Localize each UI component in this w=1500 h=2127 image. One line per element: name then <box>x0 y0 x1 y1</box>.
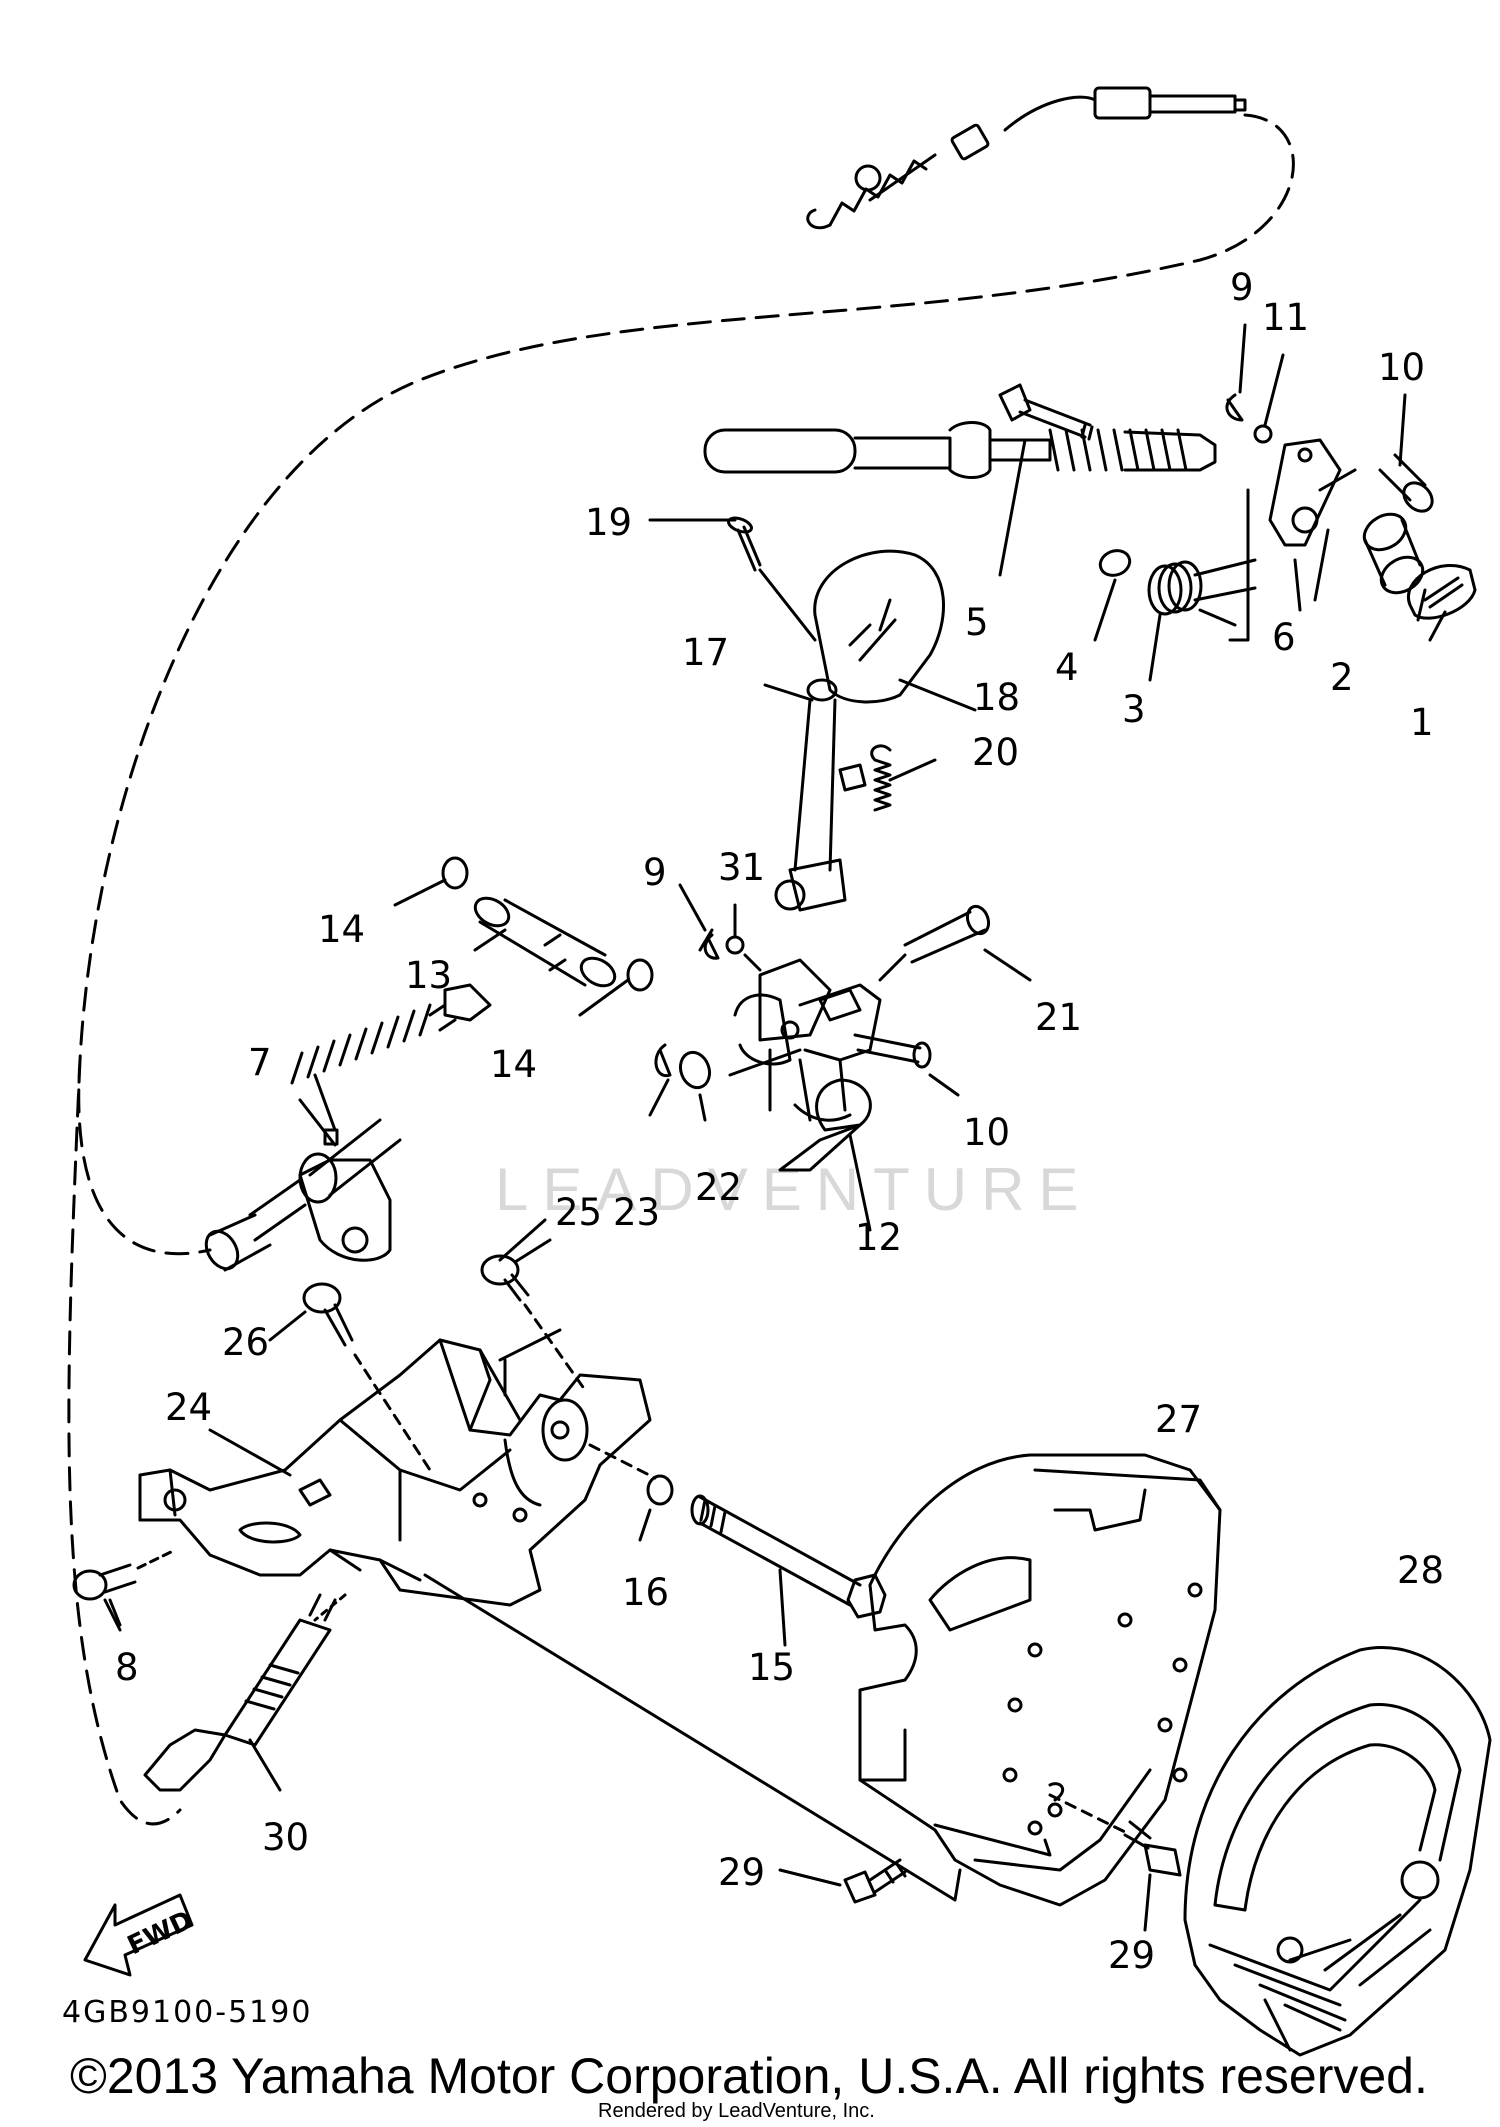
label-10-middle: 10 <box>963 1111 1010 1154</box>
label-22: 22 <box>695 1166 742 1209</box>
label-9-middle: 9 <box>643 851 667 894</box>
part-19-screw <box>648 516 762 572</box>
label-8: 8 <box>115 1646 139 1689</box>
label-16: 16 <box>622 1571 669 1614</box>
label-31: 31 <box>718 846 765 889</box>
part-30-cable-end <box>143 1593 347 1792</box>
part-10-pin-middle <box>853 1033 960 1097</box>
label-29-right: 29 <box>1108 1934 1155 1977</box>
part-28-sprocket-cover <box>1183 1646 1492 2057</box>
part-26-bolt <box>268 1282 432 1472</box>
part-15-long-bolt <box>690 1494 887 1647</box>
label-6: 6 <box>1272 616 1296 659</box>
part-6-lever <box>1228 438 1357 642</box>
part-3-spring <box>1147 558 1257 627</box>
copyright-notice: ©2013 Yamaha Motor Corporation, U.S.A. A… <box>70 2048 1428 2104</box>
part-16-washer <box>646 1474 674 1506</box>
label-14-lower: 14 <box>490 1043 537 1086</box>
label-28: 28 <box>1397 1549 1444 1592</box>
part-22-washer <box>678 1050 712 1090</box>
part-17-shift-lever <box>763 678 847 912</box>
label-5: 5 <box>965 601 989 644</box>
label-11: 11 <box>1262 296 1309 339</box>
label-4: 4 <box>1055 646 1079 689</box>
part-2-collar <box>1362 512 1425 595</box>
label-14-upper: 14 <box>318 908 365 951</box>
part-29-screw-right <box>1048 1793 1182 1932</box>
part-14-oring-upper <box>441 856 469 890</box>
label-29-left: 29 <box>718 1851 765 1894</box>
label-19: 19 <box>585 501 632 544</box>
fwd-arrow: FWD <box>83 1893 197 1977</box>
part-12-shift-shaft <box>728 958 882 1232</box>
part-13-sleeve <box>473 896 617 988</box>
label-13: 13 <box>405 954 452 997</box>
rendered-by-credit: Rendered by LeadVenture, Inc. <box>598 2100 875 2122</box>
label-27: 27 <box>1155 1398 1202 1441</box>
part-11-washer <box>1253 424 1273 444</box>
part-9-clip-middle <box>698 928 720 960</box>
part-31-washer <box>725 935 745 955</box>
part-29-screw-left <box>778 1858 907 1904</box>
part-21-pin <box>878 904 1032 982</box>
watermark: LEADVENTURE <box>495 1156 1093 1223</box>
part-4-washer <box>1098 549 1132 577</box>
label-10-top: 10 <box>1378 346 1425 389</box>
part-14-oring-lower <box>626 958 654 992</box>
part-18-shift-knob <box>758 549 977 712</box>
reference-code: 4GB9100-5190 <box>62 1995 313 2030</box>
label-25: 25 <box>555 1191 602 1234</box>
part-labels: 9 11 10 19 5 4 3 6 2 1 17 18 20 9 31 14 … <box>115 266 1444 1977</box>
part-20-spring <box>838 744 937 812</box>
upper-cable-end <box>806 86 1247 230</box>
label-17: 17 <box>682 631 729 674</box>
label-1: 1 <box>1410 701 1434 744</box>
label-24: 24 <box>165 1386 212 1429</box>
part-10-pin-upper <box>1378 453 1434 513</box>
label-20: 20 <box>972 731 1019 774</box>
label-15: 15 <box>748 1646 795 1689</box>
part-25-bolt <box>480 1238 587 1392</box>
part-27-cover <box>858 1453 1222 1907</box>
part-23-clip <box>648 1043 672 1117</box>
label-7: 7 <box>248 1041 272 1084</box>
part-7-lower-cable <box>204 983 492 1272</box>
label-12: 12 <box>855 1216 902 1259</box>
throttle-cable-top <box>703 421 1217 479</box>
label-2: 2 <box>1330 656 1354 699</box>
label-26: 26 <box>222 1321 269 1364</box>
part-24-bracket <box>138 1328 652 1607</box>
label-18: 18 <box>973 676 1020 719</box>
part-9-clip-top <box>1225 393 1244 422</box>
label-23: 23 <box>613 1191 660 1234</box>
label-21: 21 <box>1035 996 1082 1039</box>
part-8-bolt <box>72 1548 177 1632</box>
fwd-arrow-text: FWD <box>123 1905 197 1961</box>
part-1-cap <box>1406 564 1477 620</box>
part-5-bolt <box>998 383 1094 441</box>
label-9-top: 9 <box>1230 266 1254 309</box>
label-30: 30 <box>262 1816 309 1859</box>
label-3: 3 <box>1122 688 1146 731</box>
cable-route-dashed <box>67 113 1295 1826</box>
